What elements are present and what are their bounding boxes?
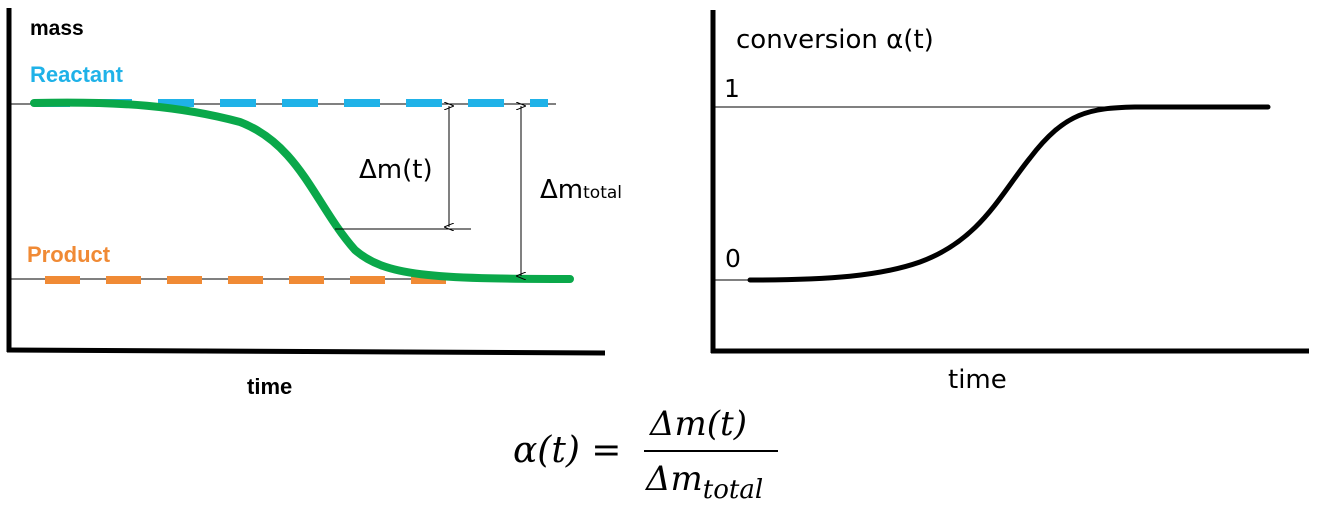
product-label: Product: [27, 242, 111, 267]
delta-m-total-subscript: total: [583, 183, 622, 203]
conversion-axis-label: conversion α(t): [736, 25, 934, 55]
delta-m-total-label: Δmtotal: [540, 175, 622, 205]
conversion-formula: α(t) = Δm(t) Δmtotal: [513, 404, 778, 505]
reactant-label: Reactant: [30, 62, 124, 87]
conversion-curve: [747, 104, 1271, 283]
conversion-plot: conversion α(t) 1 0 time: [710, 10, 1309, 395]
mass-time-label: time: [247, 374, 292, 399]
formula-denominator: Δmtotal: [644, 459, 763, 505]
delta-m-label: Δm(t): [359, 155, 433, 185]
mass-plot: mass Reactant Product Δm(t) Δmtotal time: [6, 8, 622, 399]
delta-m-total-main: Δm: [540, 175, 583, 205]
tick-label-zero: 0: [725, 244, 741, 273]
conversion-time-label: time: [948, 365, 1007, 395]
mass-axis-label: mass: [30, 17, 84, 40]
formula-denominator-subscript: total: [703, 475, 763, 505]
mass-curve: [30, 98, 574, 283]
formula-numerator: Δm(t): [648, 404, 747, 444]
mass-x-axis: [6, 347, 606, 356]
tick-label-one: 1: [724, 74, 740, 103]
formula-lhs: α(t) =: [513, 430, 621, 471]
formula-denominator-main: Δm: [644, 459, 703, 499]
